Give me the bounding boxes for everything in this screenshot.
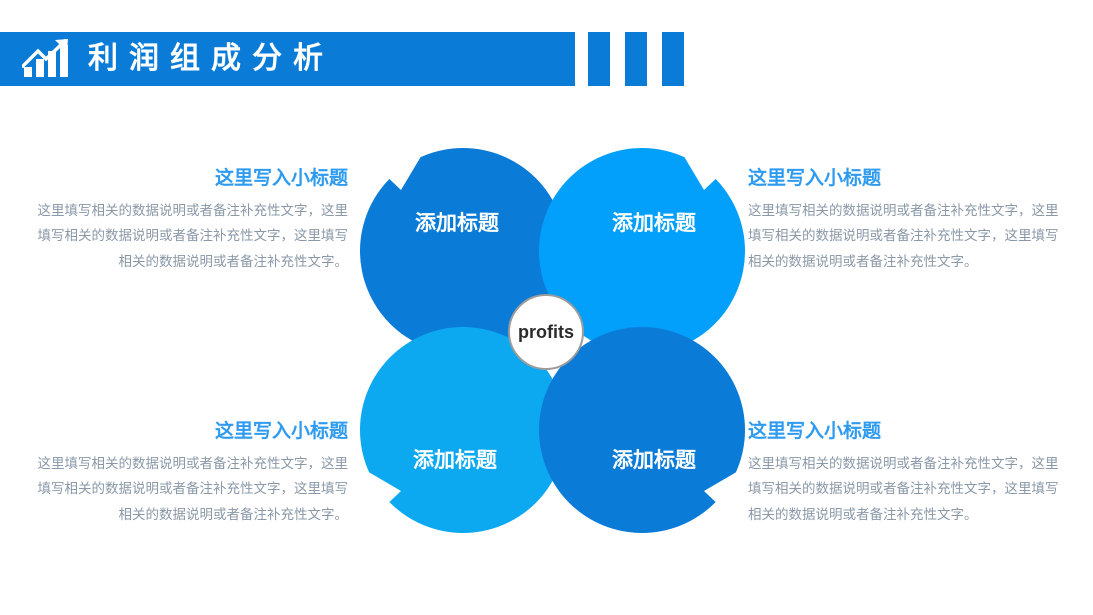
- text-block-body: 这里填写相关的数据说明或者备注补充性文字，这里填写相关的数据说明或者备注补充性文…: [748, 455, 1059, 523]
- text-block-heading: 这里写入小标题: [748, 420, 882, 442]
- page-title: 利润组成分析: [88, 41, 334, 76]
- petal-shape-bottom-right: [539, 327, 745, 533]
- text-block-top-left: 这里写入小标题 这里填写相关的数据说明或者备注补充性文字，这里填写相关的数据说明…: [36, 167, 349, 275]
- header-accent-block-2: [625, 32, 647, 86]
- text-block-heading: 这里写入小标题: [214, 167, 348, 189]
- text-block-body: 这里填写相关的数据说明或者备注补充性文字，这里填写相关的数据说明或者备注补充性文…: [37, 455, 349, 523]
- text-block-body: 这里填写相关的数据说明或者备注补充性文字，这里填写相关的数据说明或者备注补充性文…: [748, 202, 1059, 270]
- petal-shape-top-right: [539, 148, 745, 354]
- center-label: profits: [518, 321, 574, 342]
- text-block-body: 这里填写相关的数据说明或者备注补充性文字，这里填写相关的数据说明或者备注补充性文…: [37, 202, 349, 270]
- text-block-top-right: 这里写入小标题 这里填写相关的数据说明或者备注补充性文字，这里填写相关的数据说明…: [748, 167, 1060, 275]
- petal-label: 添加标题: [413, 447, 497, 472]
- petal-shape-bottom-left: [360, 327, 566, 533]
- header-accent-block-1: [588, 32, 610, 86]
- profit-petal-diagram: 添加标题 添加标题 添加标题: [360, 148, 745, 533]
- petal-label: 添加标题: [612, 447, 696, 472]
- petal-bottom-right[interactable]: 添加标题: [539, 327, 745, 533]
- petal-top-right[interactable]: 添加标题: [539, 148, 745, 354]
- petal-shape-top-left: [360, 148, 566, 354]
- petal-label: 添加标题: [612, 210, 696, 235]
- petal-label: 添加标题: [415, 210, 499, 235]
- header-title-bar: 利润组成分析: [0, 32, 575, 86]
- growth-chart-icon: [22, 39, 68, 77]
- petal-bottom-left[interactable]: 添加标题: [360, 327, 566, 533]
- text-block-heading: 这里写入小标题: [214, 420, 348, 442]
- text-block-bottom-right: 这里写入小标题 这里填写相关的数据说明或者备注补充性文字，这里填写相关的数据说明…: [748, 420, 1060, 528]
- text-block-heading: 这里写入小标题: [748, 167, 882, 189]
- petal-top-left[interactable]: 添加标题: [360, 148, 566, 354]
- center-profits-circle[interactable]: profits: [508, 294, 584, 370]
- text-block-bottom-left: 这里写入小标题 这里填写相关的数据说明或者备注补充性文字，这里填写相关的数据说明…: [36, 420, 349, 528]
- header-accent-block-3: [662, 32, 684, 86]
- page-header: 利润组成分析: [0, 32, 688, 86]
